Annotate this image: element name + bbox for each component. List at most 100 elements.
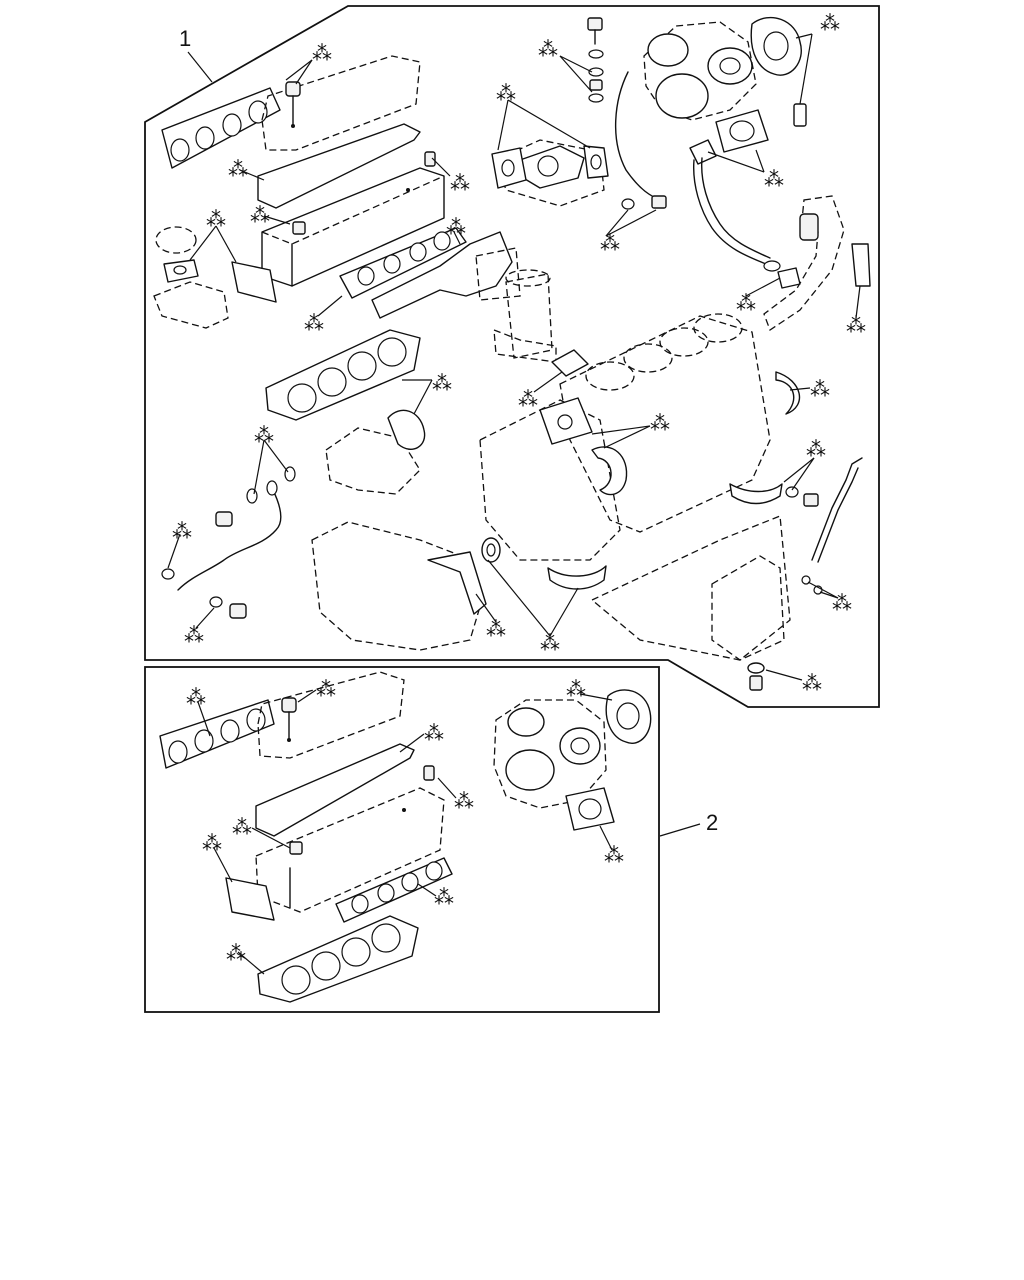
kit-marker: ⁂	[202, 831, 222, 855]
front-cover-outline	[311, 521, 483, 651]
oil-cooler-outline	[475, 247, 521, 301]
intake-manifold-gasket	[339, 227, 467, 299]
kit-marker: ⁂	[450, 171, 470, 195]
kit-marker: ⁂	[496, 81, 516, 105]
oil-pan-outline	[711, 555, 785, 661]
kit-marker: ⁂	[518, 387, 538, 411]
cover-nut-kit2	[281, 697, 297, 742]
oil-filter-cartridge	[493, 269, 557, 363]
head-cover-gasket	[257, 123, 421, 209]
kit-markers: ⁂ ⁂ ⁂ ⁂ ⁂ ⁂ ⁂ ⁂ ⁂ ⁂ ⁂ ⁂ ⁂ ⁂ ⁂ ⁂ ⁂ ⁂ ⁂ ⁂ …	[172, 11, 866, 965]
turbo-inlet-gasket-kit2	[605, 689, 652, 744]
turbocharger-kit2	[493, 699, 607, 809]
kit-marker: ⁂	[312, 41, 332, 65]
head-nut	[292, 221, 306, 235]
main-bearing-seal-upper	[729, 483, 783, 505]
water-hose	[763, 195, 845, 331]
turbo-oil-feed-bolt	[587, 17, 604, 103]
front-oil-seal	[481, 537, 501, 563]
timing-gear-cover-outline	[325, 427, 421, 495]
drain-plug-group	[747, 486, 823, 691]
kit-marker: ⁂	[232, 815, 252, 839]
kit-marker: ⁂	[538, 37, 558, 61]
kit-marker: ⁂	[764, 167, 784, 191]
kit-marker: ⁂	[184, 623, 204, 647]
water-outlet-gasket-kit2	[225, 877, 275, 921]
kit-marker: ⁂	[736, 291, 756, 315]
turbo-outlet-gasket	[715, 109, 769, 153]
thermostat-housing-group	[153, 226, 229, 329]
turbo-oil-return-gasket	[689, 139, 717, 165]
main-bearing-seal-lower	[547, 565, 607, 590]
turbo-oil-return-pipe	[692, 157, 801, 289]
cylinder-block	[479, 313, 791, 661]
front-cover-seal-ring	[591, 446, 628, 496]
kit-marker: ⁂	[186, 685, 206, 709]
kit-marker: ⁂	[846, 313, 866, 337]
kit-marker: ⁂	[820, 11, 840, 35]
cover-nut	[285, 81, 301, 128]
water-pump-gasket	[539, 397, 593, 445]
cylinder-head-gasket-kit2	[257, 915, 419, 1003]
head-nut-kit2	[289, 841, 303, 855]
head-cover-outline-kit2	[257, 671, 405, 759]
kit-marker: ⁂	[424, 721, 444, 745]
valve-seal	[406, 151, 436, 192]
kit-marker: ⁂	[650, 411, 670, 435]
kit-marker: ⁂	[566, 677, 586, 701]
oil-pipe-eye-bolt	[651, 195, 667, 209]
kit-marker: ⁂	[316, 677, 336, 701]
oil-filter-gasket	[551, 349, 589, 377]
dipstick-guide	[811, 457, 863, 563]
turbo-oil-feed-pipe	[614, 71, 665, 203]
oil-pipe-washer	[621, 198, 635, 210]
intake-manifold-gasket-kit2	[335, 857, 453, 923]
kit-2-frame	[144, 666, 660, 1013]
kit-marker: ⁂	[254, 423, 274, 447]
kit-marker: ⁂	[226, 941, 246, 965]
kit-marker: ⁂	[486, 617, 506, 641]
cylinder-head-gasket	[265, 329, 421, 421]
kit-marker: ⁂	[206, 207, 226, 231]
kit-marker: ⁂	[304, 311, 324, 335]
water-hose-gasket	[851, 243, 871, 287]
turbocharger	[643, 21, 757, 121]
leader-lines	[167, 33, 861, 975]
egr-valve-assembly	[495, 139, 605, 207]
turbo-inlet-gasket	[750, 16, 802, 76]
front-cover-gasket	[427, 551, 487, 615]
callout-2-leader	[659, 823, 701, 837]
head-cover-gasket-kit2	[255, 743, 415, 837]
valve-seal-kit2	[402, 765, 435, 812]
kit-marker: ⁂	[172, 519, 192, 543]
kit-1-frame	[144, 5, 880, 708]
kit-marker: ⁂	[810, 377, 830, 401]
callout-number-1: 1	[179, 26, 191, 51]
egr-gasket-right	[583, 145, 609, 179]
small-gasket	[387, 409, 426, 450]
kit-marker: ⁂	[806, 437, 826, 461]
kit-marker: ⁂	[832, 591, 852, 615]
kit-marker: ⁂	[250, 203, 270, 227]
egr-gasket-left	[491, 147, 527, 189]
turbo-small-gasket	[793, 103, 807, 127]
callout-number-2: 2	[706, 810, 718, 835]
kit-marker: ⁂	[228, 157, 248, 181]
kit-marker: ⁂	[434, 885, 454, 909]
kit-marker: ⁂	[604, 843, 624, 867]
kit-marker: ⁂	[446, 215, 466, 239]
callout-1-leader	[187, 51, 213, 83]
kit-marker: ⁂	[540, 631, 560, 655]
kit-marker: ⁂	[432, 371, 452, 395]
oil-pipe-left	[161, 466, 296, 619]
crankshaft-rear-seal	[775, 371, 801, 415]
kit-marker: ⁂	[454, 789, 474, 813]
exhaust-manifold-gasket-kit2	[159, 699, 275, 769]
water-outlet-gasket	[231, 261, 277, 303]
exhaust-manifold-gasket	[161, 87, 281, 169]
kit-marker: ⁂	[600, 231, 620, 255]
kit-marker: ⁂	[802, 671, 822, 695]
turbo-outlet-gasket-kit2	[565, 787, 615, 831]
intake-manifold	[371, 231, 513, 319]
